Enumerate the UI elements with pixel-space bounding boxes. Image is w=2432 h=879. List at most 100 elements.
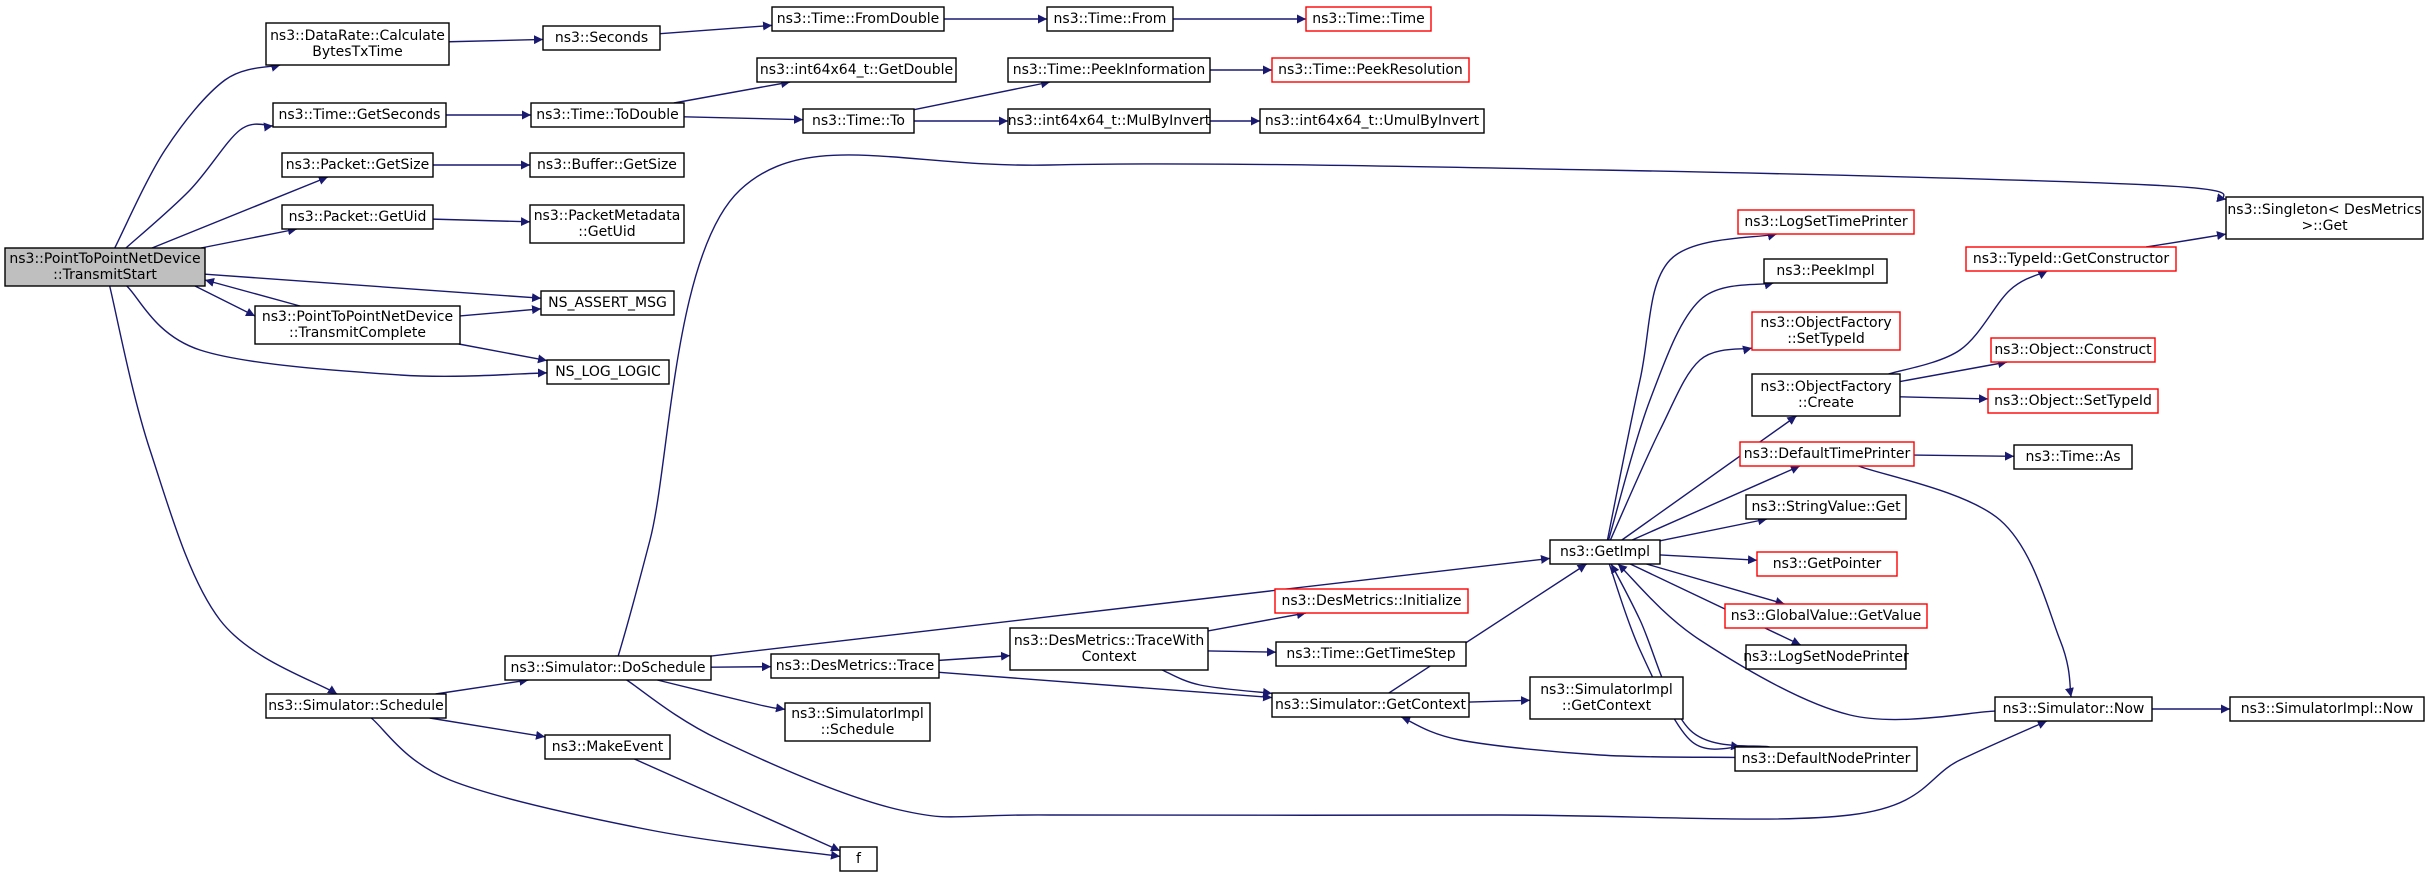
node-label: ns3::DesMetrics::Trace: [776, 658, 935, 674]
edge-line: [448, 35, 544, 45]
node-label: ns3::DefaultNodePrinter: [1742, 751, 1911, 767]
edge-line: [1609, 345, 1753, 541]
node-dm_initialize[interactable]: ns3::DesMetrics::Initialize: [1274, 588, 1469, 614]
node-peekimpl[interactable]: ns3::PeekImpl: [1763, 258, 1888, 284]
edge-makeevent-to-f: [634, 758, 841, 852]
node-pkt_getsize[interactable]: ns3::Packet::GetSize: [281, 152, 434, 178]
edge-pp_ts-to-pp_tc: [194, 285, 256, 317]
node-box: [1259, 108, 1485, 134]
node-label: ns3::Simulator::DoSchedule: [511, 660, 706, 676]
node-makeevent[interactable]: ns3::MakeEvent: [544, 734, 671, 760]
node-box: [1739, 441, 1915, 467]
node-of_create[interactable]: ns3::ObjectFactory::Create: [1751, 373, 1901, 417]
edge-line: [204, 278, 301, 307]
node-t_peekres[interactable]: ns3::Time::PeekResolution: [1271, 57, 1470, 83]
node-of_settypeid[interactable]: ns3::ObjectFactory::SetTypeId: [1751, 311, 1901, 351]
node-simimpl_now[interactable]: ns3::SimulatorImpl::Now: [2229, 696, 2425, 722]
edge-line: [683, 114, 804, 124]
node-label: ns3::PointToPointNetDevice: [262, 309, 453, 325]
node-t_getseconds[interactable]: ns3::Time::GetSeconds: [272, 102, 447, 128]
node-label: ns3::GetPointer: [1773, 556, 1882, 572]
node-singleton_get[interactable]: ns3::Singleton< DesMetrics >::Get: [2225, 196, 2424, 240]
node-label: ns3::Packet::GetSize: [286, 157, 429, 173]
node-label: ns3::DesMetrics::TraceWith: [1014, 633, 1204, 649]
node-pkt_getuid[interactable]: ns3::Packet::GetUid: [281, 204, 434, 230]
node-box: [1724, 603, 1928, 629]
edge-line: [1646, 563, 1785, 606]
node-gv_getvalue[interactable]: ns3::GlobalValue::GetValue: [1724, 603, 1928, 629]
edge-line: [1207, 610, 1307, 632]
node-dm_trace[interactable]: ns3::DesMetrics::Trace: [770, 653, 940, 679]
node-getpointer[interactable]: ns3::GetPointer: [1756, 551, 1898, 577]
node-box: [1756, 551, 1898, 577]
node-label: ns3::LogSetNodePrinter: [1743, 649, 1909, 665]
edge-line: [1388, 563, 1587, 694]
edge-line: [1617, 563, 1996, 721]
node-t_gettimestep[interactable]: ns3::Time::GetTimeStep: [1275, 641, 1467, 667]
node-label: ns3::int64x64_t::UmulByInvert: [1265, 113, 1480, 129]
node-box: [1990, 337, 2156, 363]
node-box: [1271, 57, 1470, 83]
edge-pp_ts-to-t_getseconds: [125, 122, 274, 249]
node-log_settimeprinter[interactable]: ns3::LogSetTimePrinter: [1737, 209, 1915, 235]
node-box: [1763, 258, 1888, 284]
node-box: [1274, 588, 1469, 614]
node-i64_umulbyinvert[interactable]: ns3::int64x64_t::UmulByInvert: [1259, 108, 1485, 134]
node-label: ns3::Seconds: [555, 30, 648, 46]
node-sim_now[interactable]: ns3::Simulator::Now: [1994, 696, 2153, 722]
edge-line: [657, 679, 786, 713]
node-label: ::TransmitStart: [53, 267, 157, 283]
node-obj_construct[interactable]: ns3::Object::Construct: [1990, 337, 2156, 363]
node-t_time[interactable]: ns3::Time::Time: [1305, 6, 1432, 32]
node-label: ns3::Time::PeekInformation: [1013, 62, 1206, 78]
node-sv_get[interactable]: ns3::StringValue::Get: [1745, 494, 1907, 520]
node-t_as[interactable]: ns3::Time::As: [2013, 444, 2133, 470]
node-default_timeprinter[interactable]: ns3::DefaultTimePrinter: [1739, 441, 1915, 467]
node-sim_getctx[interactable]: ns3::Simulator::GetContext: [1271, 692, 1470, 718]
node-ns_log_logic[interactable]: NS_LOG_LOGIC: [546, 359, 670, 385]
node-t_fromdouble[interactable]: ns3::Time::FromDouble: [771, 6, 945, 32]
node-seconds[interactable]: ns3::Seconds: [542, 25, 661, 51]
node-pp_ts[interactable]: ns3::PointToPointNetDevice::TransmitStar…: [4, 247, 206, 287]
node-box: [1046, 6, 1174, 32]
node-buf_getsize[interactable]: ns3::Buffer::GetSize: [529, 152, 685, 178]
node-pm_getuid[interactable]: ns3::PacketMetadata::GetUid: [529, 204, 685, 244]
node-label: ns3::Packet::GetUid: [289, 209, 427, 225]
node-label: ns3::SimulatorImpl: [791, 706, 924, 722]
node-sim_doschedule[interactable]: ns3::Simulator::DoSchedule: [504, 655, 712, 681]
edge-pp_ts-to-sim_schedule: [108, 285, 338, 695]
node-box: [504, 655, 712, 681]
node-default_nodeprinter[interactable]: ns3::DefaultNodePrinter: [1734, 746, 1918, 772]
edge-pp_ts-to-ns_assert_msg: [204, 273, 542, 303]
node-typeid_getctor[interactable]: ns3::TypeId::GetConstructor: [1965, 246, 2177, 272]
node-t_todouble[interactable]: ns3::Time::ToDouble: [530, 102, 685, 128]
edge-dm_tracewithctx-to-t_gettimestep: [1207, 647, 1277, 657]
edge-line: [1858, 465, 2074, 698]
edge-line: [1608, 563, 1741, 751]
node-label: ns3::PeekImpl: [1776, 263, 1874, 279]
edge-line: [1629, 563, 1802, 646]
node-f[interactable]: f: [839, 846, 878, 872]
node-t_peekinfo[interactable]: ns3::Time::PeekInformation: [1007, 57, 1211, 83]
node-label: ns3::StringValue::Get: [1751, 499, 1901, 515]
node-pp_tc[interactable]: ns3::PointToPointNetDevice::TransmitComp…: [254, 305, 461, 345]
edge-of_create-to-obj_settypeid: [1899, 394, 1989, 404]
node-ns_assert_msg[interactable]: NS_ASSERT_MSG: [540, 290, 675, 316]
edge-of_create-to-typeid_getctor: [1888, 270, 2048, 375]
node-obj_settypeid[interactable]: ns3::Object::SetTypeId: [1987, 388, 2159, 414]
node-sim_schedule[interactable]: ns3::Simulator::Schedule: [265, 693, 447, 719]
edge-line: [1400, 716, 1736, 759]
node-i64_getdouble[interactable]: ns3::int64x64_t::GetDouble: [756, 57, 957, 83]
node-simimpl_schedule[interactable]: ns3::SimulatorImpl::Schedule: [784, 702, 931, 742]
node-t_to[interactable]: ns3::Time::To: [802, 108, 915, 134]
node-box: [1987, 388, 2159, 414]
edge-line: [459, 305, 542, 317]
node-getimpl[interactable]: ns3::GetImpl: [1549, 539, 1661, 565]
node-simimpl_getctx[interactable]: ns3::SimulatorImpl::GetContext: [1529, 676, 1684, 720]
edge-getimpl-to-getpointer: [1659, 554, 1758, 565]
node-i64_mulbyinvert[interactable]: ns3::int64x64_t::MulByInvert: [1007, 108, 1211, 134]
node-log_setnodeprinter[interactable]: ns3::LogSetNodePrinter: [1743, 644, 1909, 670]
node-t_from[interactable]: ns3::Time::From: [1046, 6, 1174, 32]
